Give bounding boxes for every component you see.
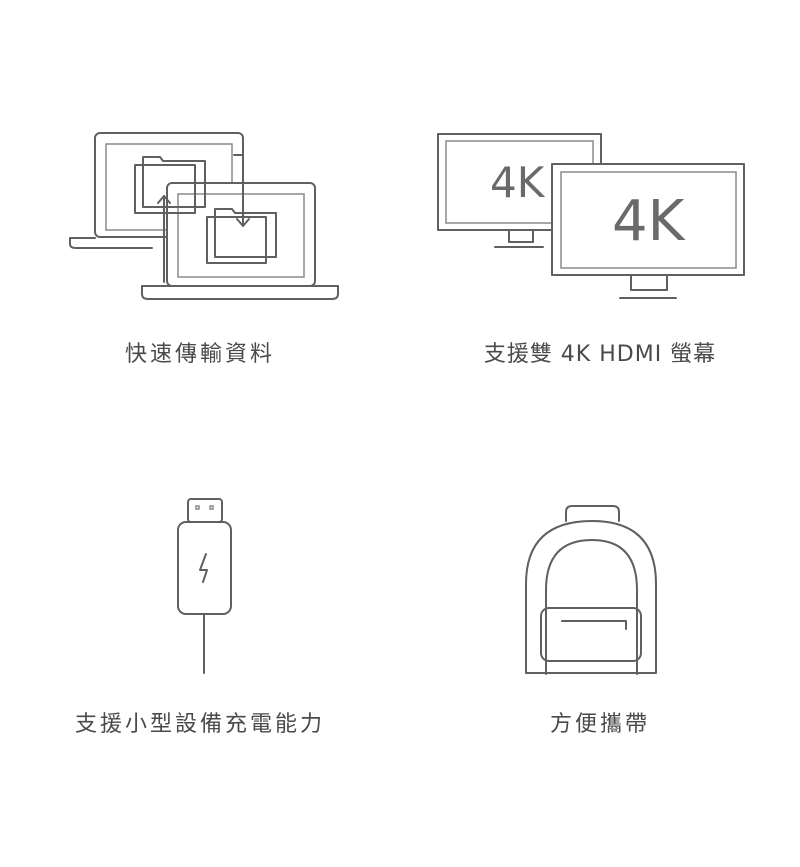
feature-dual-4k: 4K 4K 支援雙 4K HDMI 螢幕 bbox=[400, 0, 800, 400]
feature-label: 支援小型設備充電能力 bbox=[74, 712, 325, 737]
charging-plug-icon bbox=[177, 498, 232, 674]
dual-4k-monitor-icon: 4K 4K bbox=[437, 133, 745, 299]
feature-label: 支援雙 4K HDMI 螢幕 bbox=[483, 342, 717, 367]
feature-device-charging: 支援小型設備充電能力 bbox=[0, 400, 400, 800]
feature-label: 快速傳輸資料 bbox=[124, 342, 275, 367]
laptop-file-transfer-icon bbox=[69, 132, 339, 300]
feature-portable: 方便攜帶 bbox=[400, 400, 800, 800]
feature-fast-transfer: 快速傳輸資料 bbox=[0, 0, 400, 400]
feature-label: 方便攜帶 bbox=[549, 712, 650, 737]
backpack-icon bbox=[525, 505, 657, 675]
monitor-4k-label: 4K bbox=[490, 158, 546, 207]
monitor-4k-label: 4K bbox=[612, 189, 686, 254]
